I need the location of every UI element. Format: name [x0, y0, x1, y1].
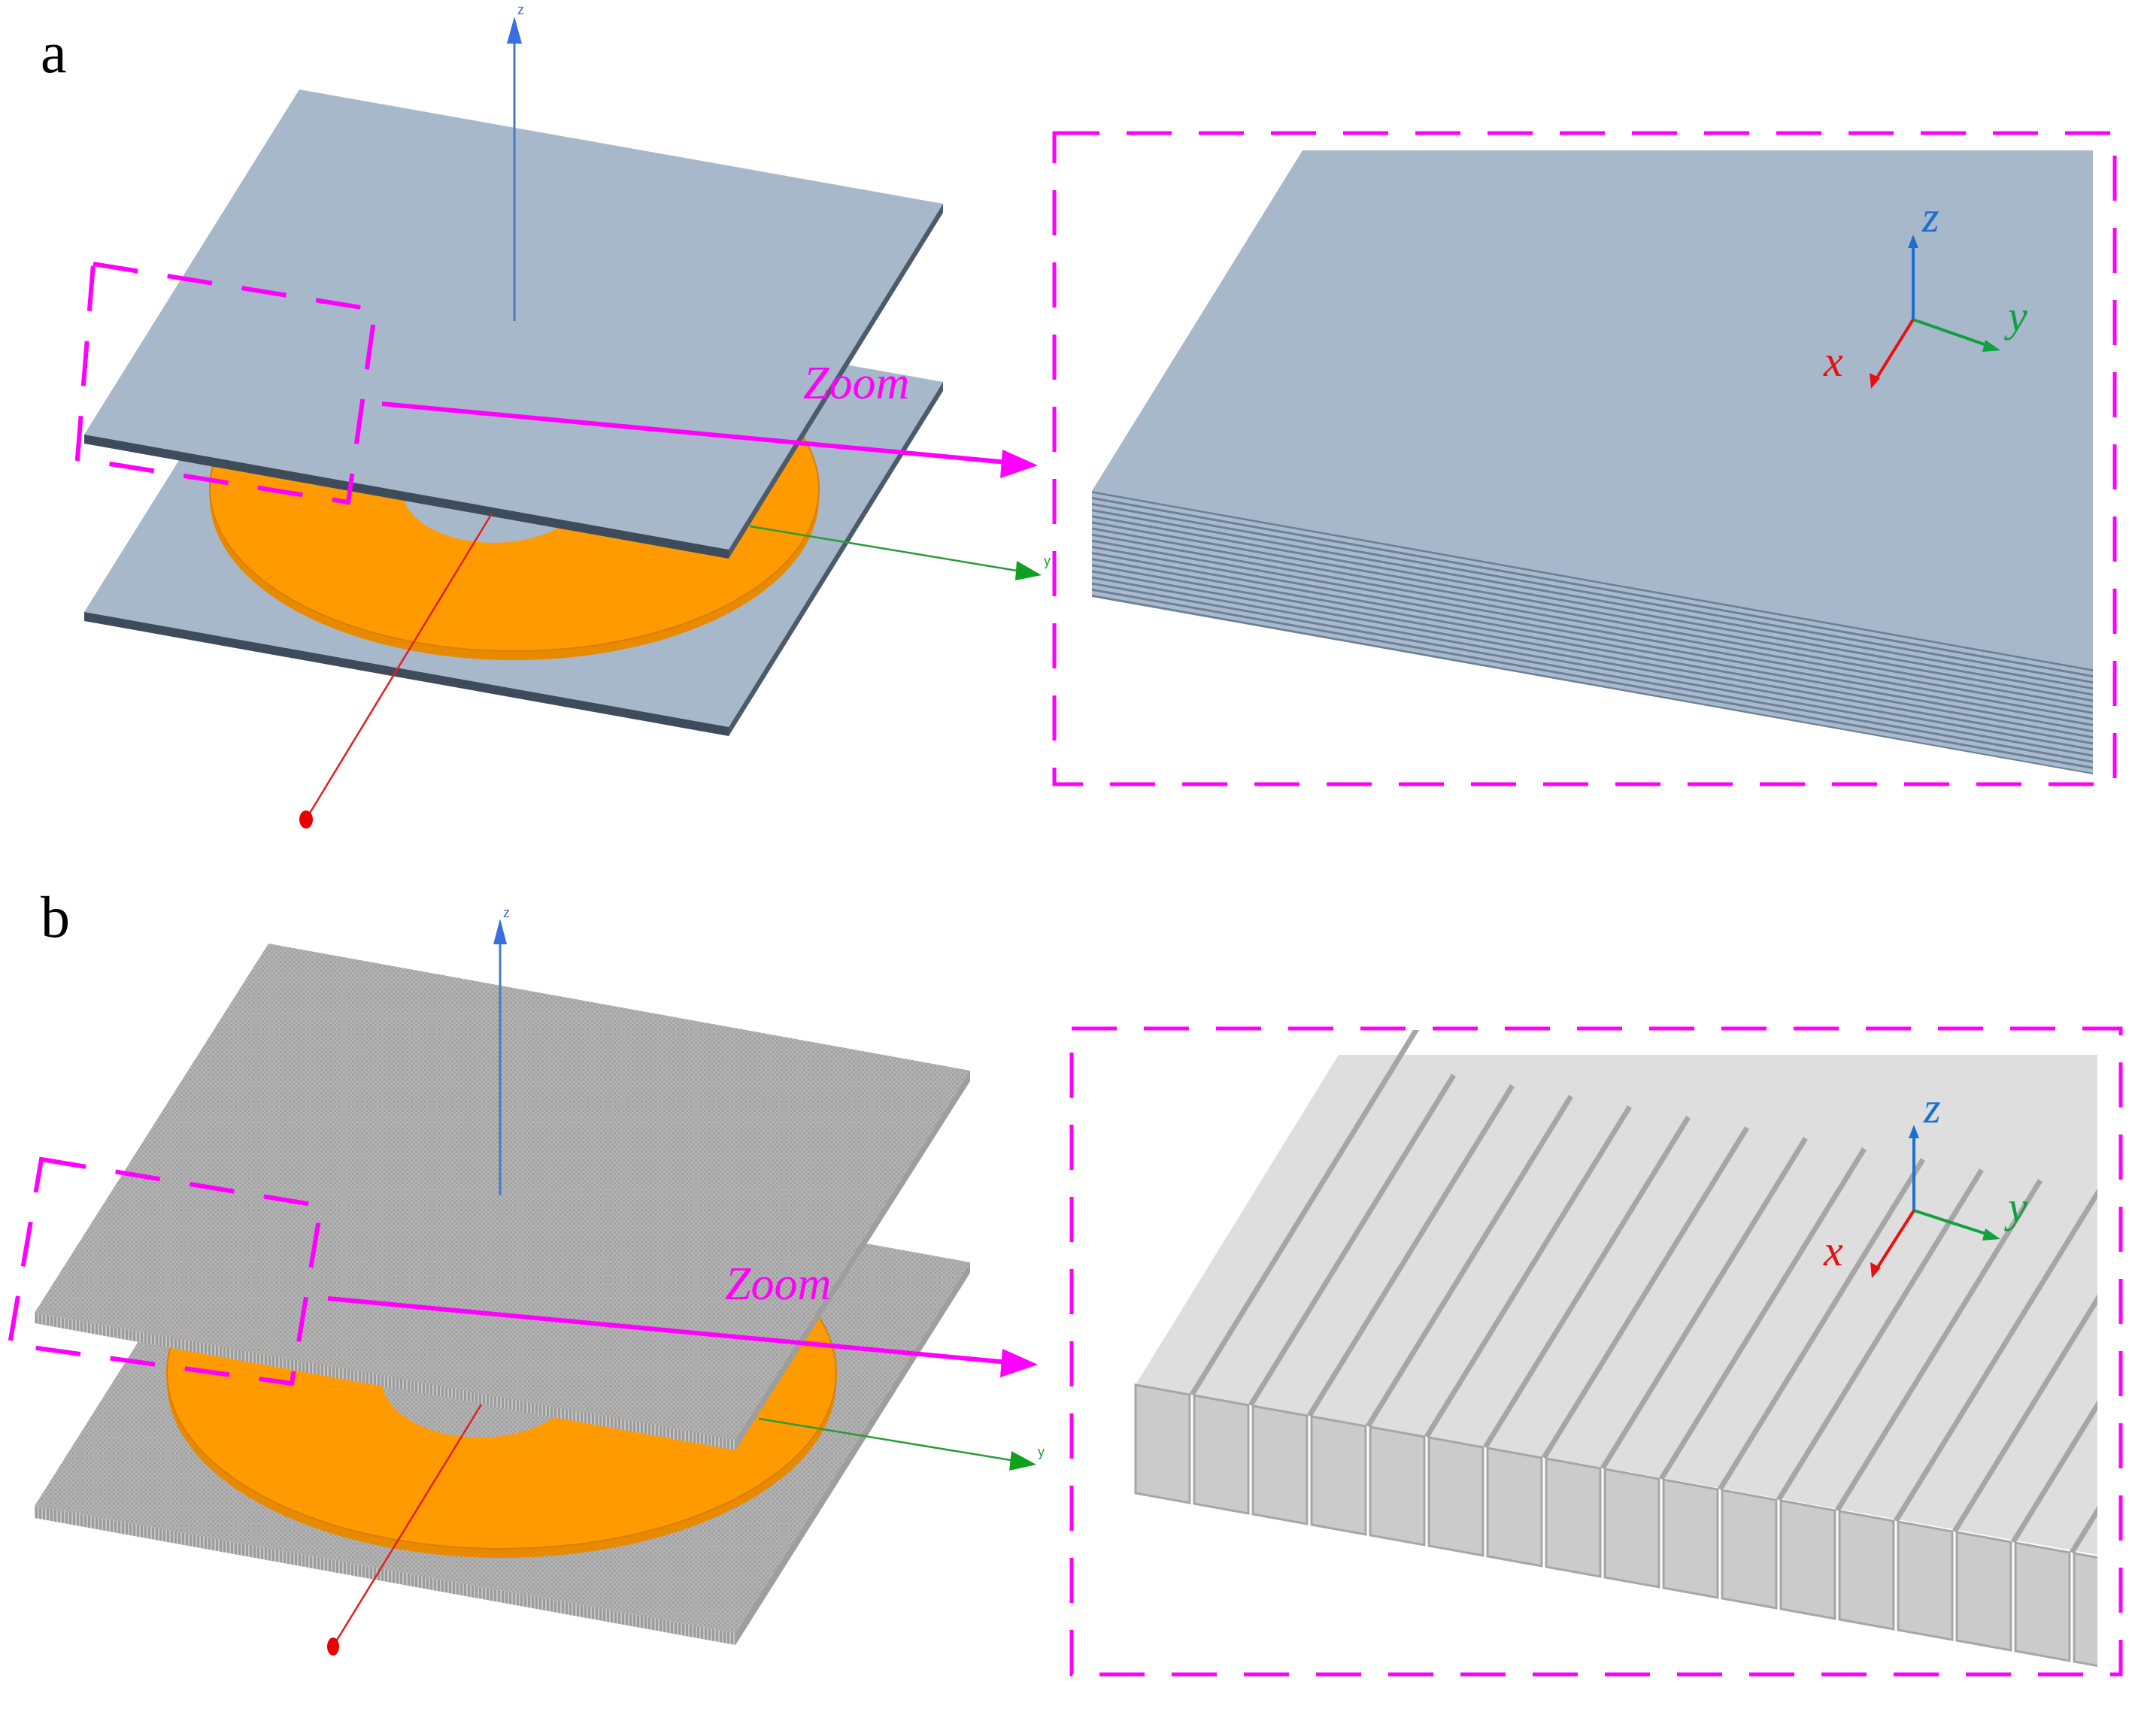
- x-axis-a: [299, 513, 493, 829]
- inset-y-label-b: y: [2004, 1183, 2027, 1232]
- inset-b: z y x: [1069, 1026, 2123, 1677]
- y-axis-b: y: [758, 1417, 1045, 1471]
- zoom-arrow-b: Zoom: [327, 1259, 1038, 1377]
- inset-triad-a: z y x: [1823, 192, 2027, 389]
- inset-triad-b: z y x: [1823, 1083, 2027, 1278]
- panel-b: b y z: [7, 884, 2123, 1677]
- inset-z-label-b: z: [1923, 1083, 1941, 1132]
- selection-box-b: [7, 1156, 324, 1386]
- z-axis-a: z: [507, 2, 524, 321]
- slotted-fins-b: [1134, 1030, 2097, 1668]
- panel-a: a y z: [41, 2, 2117, 829]
- zoom-arrow-a: Zoom: [381, 358, 1038, 478]
- zoom-label-b: Zoom: [725, 1259, 831, 1310]
- z-axis-label-b: z: [503, 905, 510, 920]
- inset-y-label-a: y: [2004, 292, 2027, 341]
- inset-z-label-a: z: [1921, 192, 1939, 241]
- inset-frame-a: [1052, 131, 2117, 786]
- inset-x-label-a: x: [1823, 337, 1843, 386]
- laminated-edge-a: [1092, 491, 2093, 774]
- x-axis-b: [327, 1404, 483, 1656]
- top-plate-b: [35, 944, 970, 1450]
- selection-box-a: [74, 261, 378, 505]
- y-axis-a: y: [749, 525, 1051, 580]
- inset-plate-top-a: [1092, 150, 2093, 669]
- z-axis-label-a: z: [517, 2, 524, 17]
- panel-label-b: b: [41, 884, 70, 950]
- y-axis-label-a: y: [1044, 553, 1051, 568]
- inset-frame-b: [1069, 1026, 2123, 1677]
- inset-x-label-b: x: [1823, 1226, 1843, 1275]
- zoom-label-a: Zoom: [803, 358, 909, 409]
- panel-label-a: a: [41, 20, 67, 85]
- z-axis-b: z: [493, 905, 510, 1195]
- y-axis-label-b: y: [1038, 1444, 1045, 1459]
- inset-a: z y x: [1052, 131, 2117, 786]
